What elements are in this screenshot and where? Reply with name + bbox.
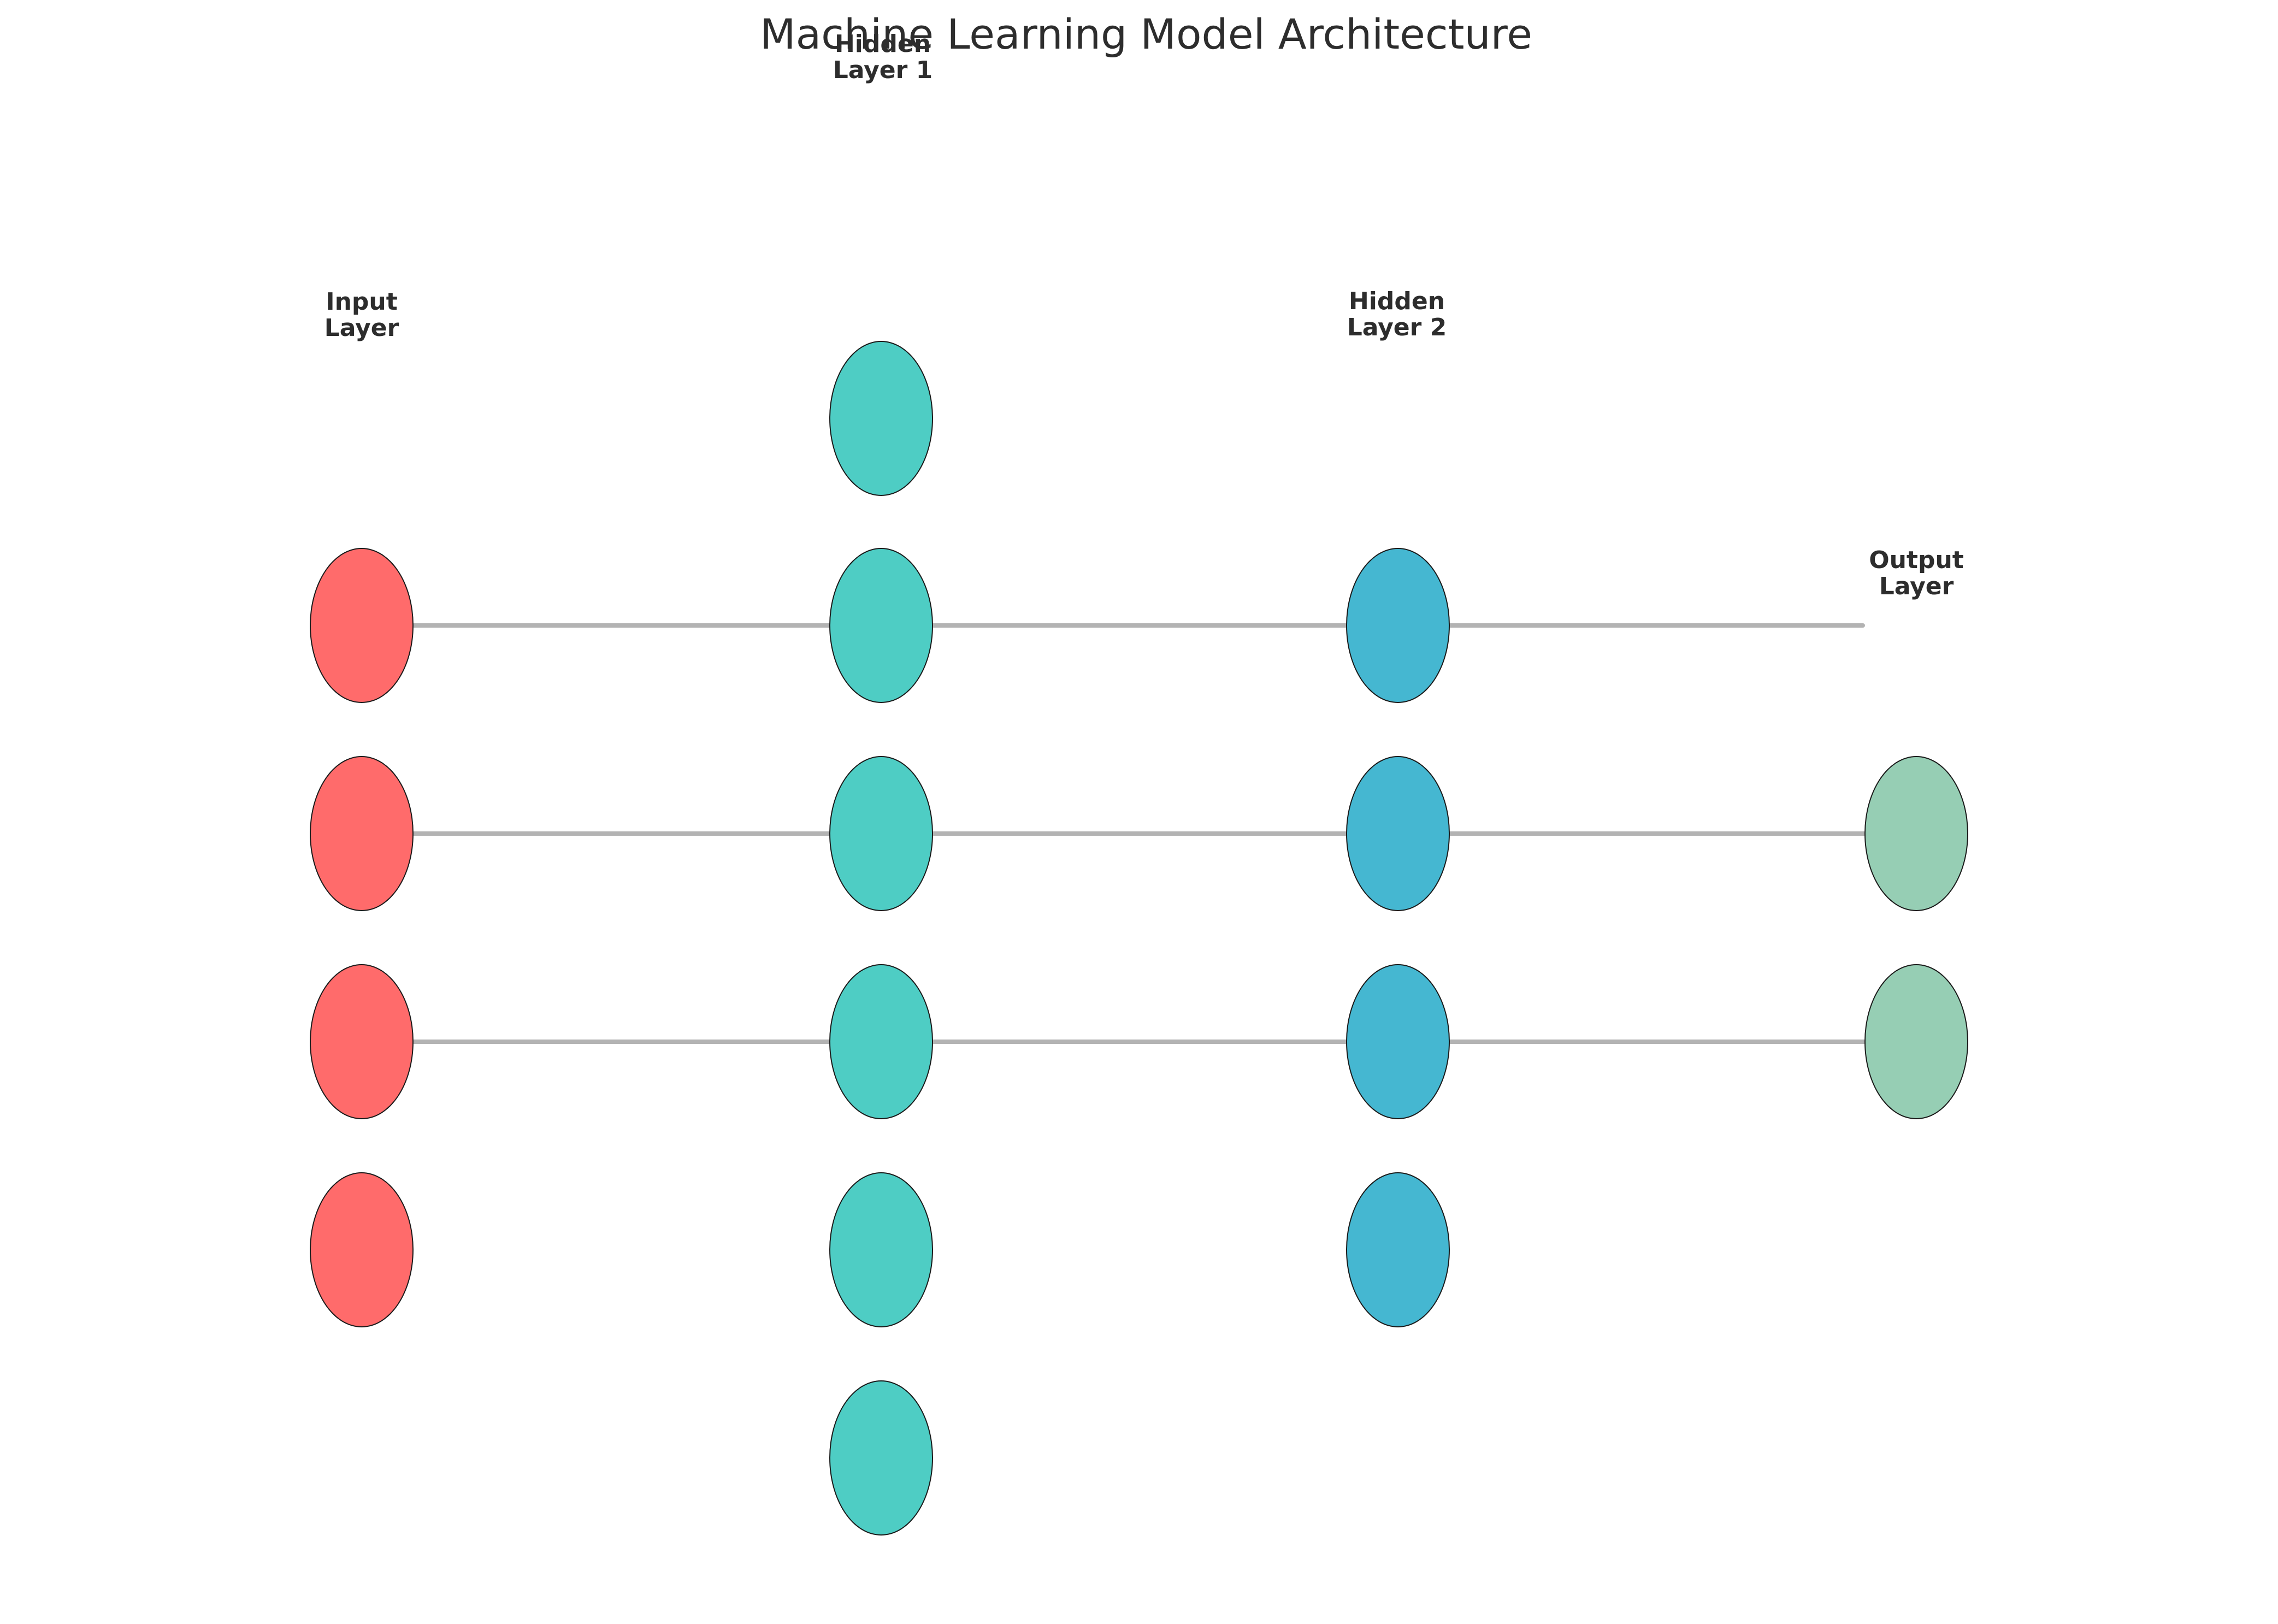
input-layer-node [310, 1172, 414, 1327]
hidden-layer-2-label: Hidden Layer 2 [1347, 287, 1447, 341]
output-layer-node [1864, 756, 1968, 911]
output-layer-label: Output Layer [1869, 546, 1964, 600]
figure-title: Machine Learning Model Architecture [759, 10, 1533, 58]
hidden-layer-1-node [829, 756, 933, 911]
hidden-layer-2-node [1346, 964, 1450, 1119]
output-layer-node [1864, 964, 1968, 1119]
input-layer-node [310, 964, 414, 1119]
connection-line [362, 1040, 1916, 1044]
hidden-layer-2-node [1346, 548, 1450, 703]
input-layer-node [310, 548, 414, 703]
hidden-layer-1-label: Hidden Layer 1 [833, 30, 933, 84]
hidden-layer-1-node [829, 964, 933, 1119]
input-layer-label: Input Layer [324, 288, 399, 342]
hidden-layer-1-node [829, 1172, 933, 1327]
hidden-layer-1-node [829, 341, 933, 496]
input-layer-node [310, 756, 414, 911]
hidden-layer-2-node [1346, 756, 1450, 911]
connection-line [362, 831, 1916, 836]
hidden-layer-1-node [829, 548, 933, 703]
hidden-layer-2-node [1346, 1172, 1450, 1327]
hidden-layer-1-node [829, 1380, 933, 1536]
connection-line [362, 623, 1865, 628]
